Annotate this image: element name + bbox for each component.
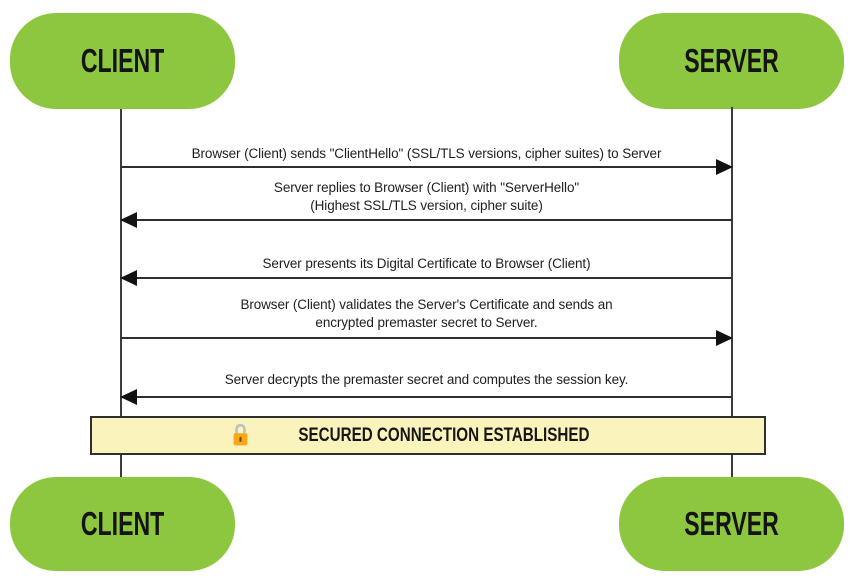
message-arrow-line <box>121 330 733 346</box>
lock-icon <box>230 422 251 448</box>
message-text: Browser (Client) validates the Server's … <box>240 297 613 330</box>
arrowhead-icon <box>716 330 733 346</box>
secured-connection-label: SECURED CONNECTION ESTABLISHED <box>298 424 590 446</box>
actor-server-bottom: SERVER <box>619 477 844 571</box>
arrowhead-icon <box>716 159 733 175</box>
server-lifeline <box>731 107 733 478</box>
message-text: Browser (Client) sends "ClientHello" (SS… <box>191 146 662 161</box>
message-arrow-line <box>120 389 732 405</box>
actor-client-top: CLIENT <box>10 13 235 109</box>
message-text: Server decrypts the premaster secret and… <box>224 372 629 387</box>
actor-client-top-label: CLIENT <box>80 42 165 79</box>
message-text: Server replies to Browser (Client) with … <box>273 180 580 213</box>
actor-client-bottom: CLIENT <box>10 477 235 571</box>
secured-connection-banner: SECURED CONNECTION ESTABLISHED <box>90 416 766 455</box>
message-arrow-line <box>120 270 732 286</box>
arrowhead-icon <box>120 389 137 405</box>
arrowhead-icon <box>120 270 137 286</box>
actor-server-bottom-label: SERVER <box>684 505 779 542</box>
message-arrow-line <box>120 212 732 228</box>
client-lifeline <box>120 109 122 478</box>
actor-server-top: SERVER <box>619 13 844 109</box>
message-text: Server presents its Digital Certificate … <box>262 256 591 271</box>
actor-server-top-label: SERVER <box>684 42 779 79</box>
arrowhead-icon <box>120 212 137 228</box>
message-arrow-line <box>121 159 733 175</box>
actor-client-bottom-label: CLIENT <box>80 505 165 542</box>
